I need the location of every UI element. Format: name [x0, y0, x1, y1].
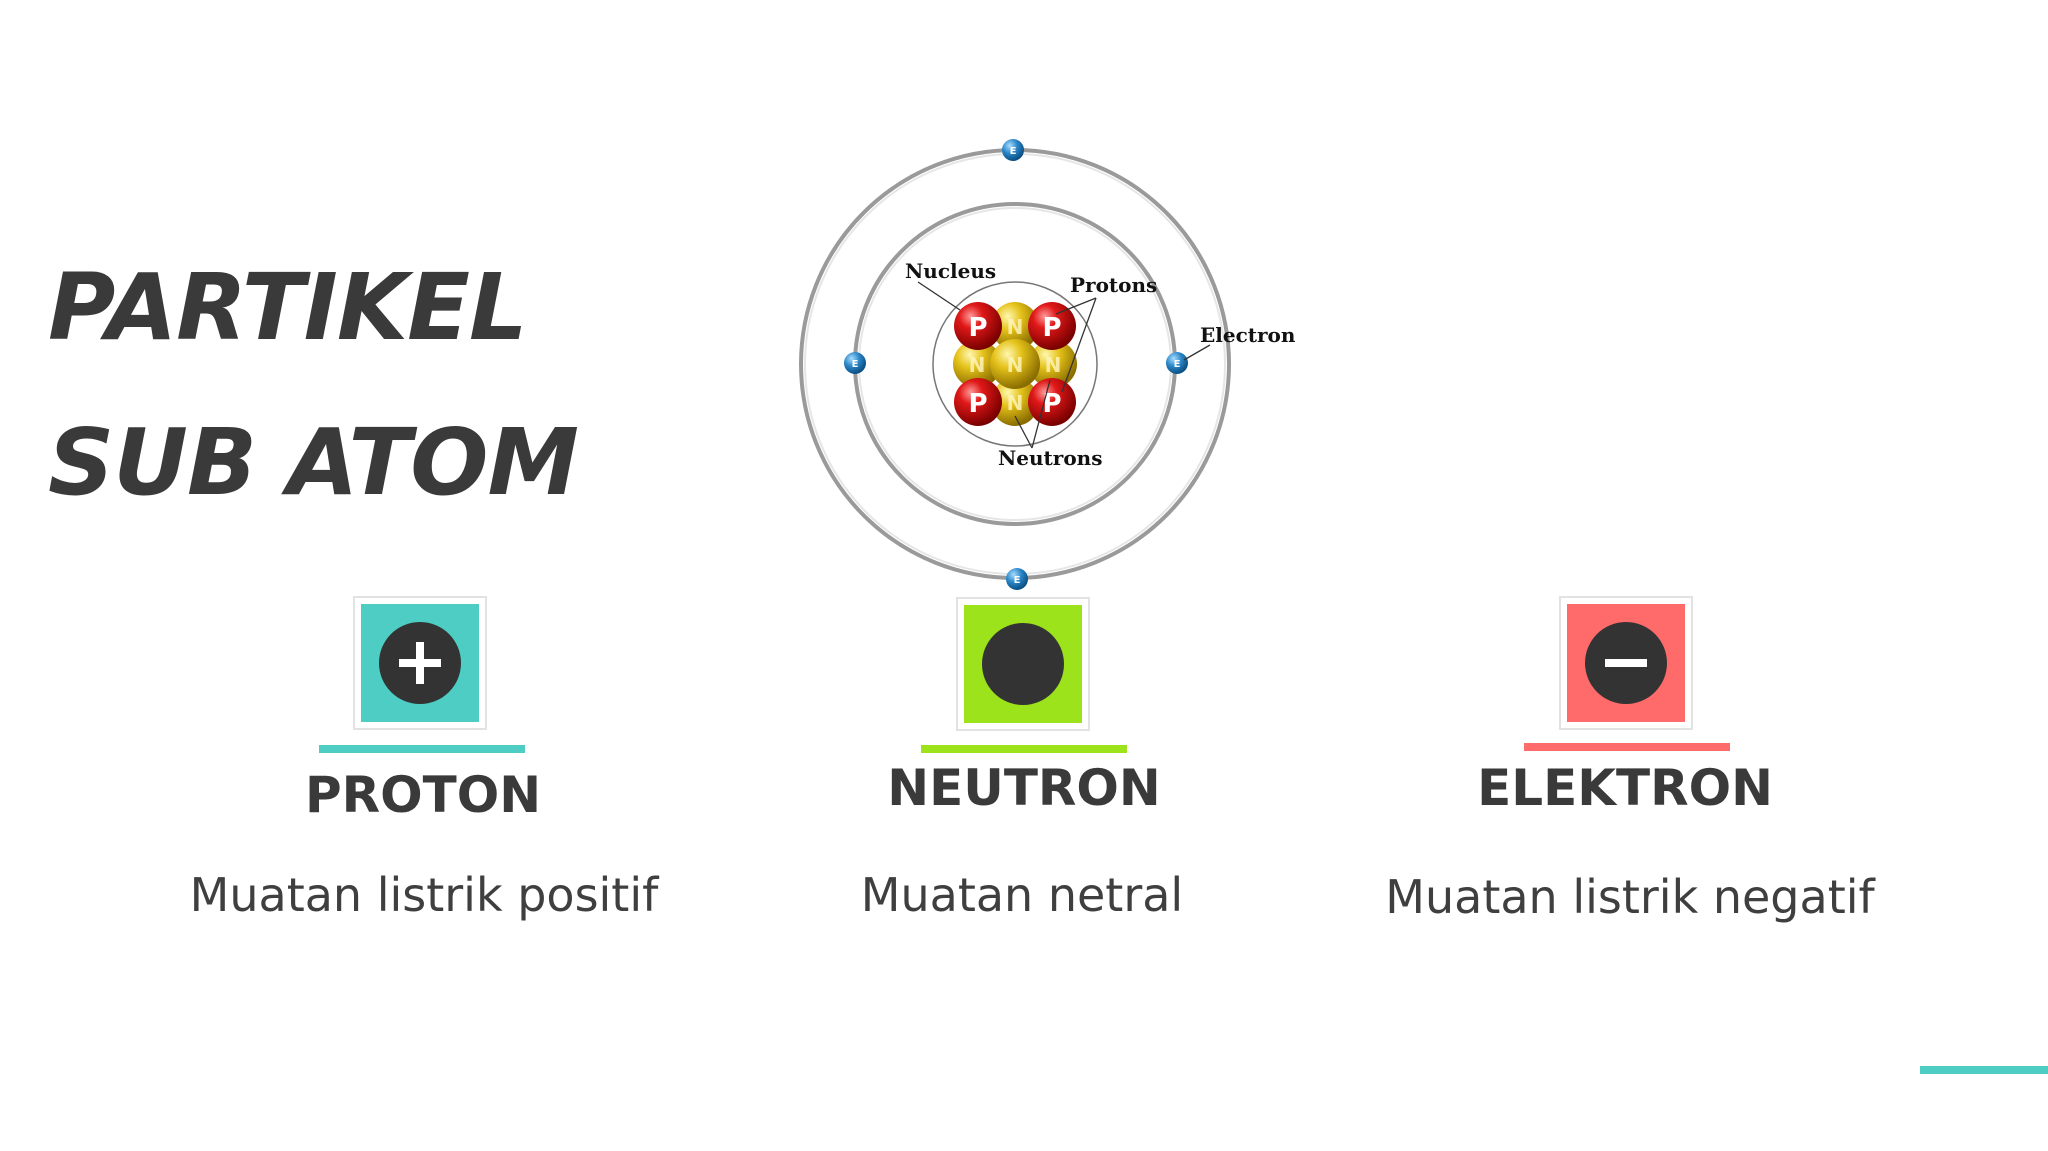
neutron	[1029, 340, 1077, 388]
proton-letter: P	[968, 313, 987, 343]
proton-cluster	[954, 302, 1076, 426]
electrons	[844, 139, 1188, 590]
neutron-icon-bg	[964, 605, 1082, 723]
electron	[844, 352, 866, 374]
neutron-letter: N	[1045, 353, 1062, 377]
protons-leader	[1061, 297, 1097, 393]
minus-icon	[1585, 622, 1667, 704]
neutron-letter: N	[969, 353, 986, 377]
neutron-letter: N	[1007, 353, 1024, 377]
neutron-underline	[921, 745, 1127, 753]
proton-description: Muatan listrik positif	[189, 868, 659, 922]
proton-icon-bg	[361, 604, 479, 722]
elektron-label: ELEKTRON	[1477, 759, 1773, 817]
neutron-icon-box	[956, 597, 1090, 731]
electron	[1002, 139, 1024, 161]
neutron-letter: N	[1007, 391, 1024, 415]
neutron-cluster	[953, 302, 1077, 426]
electron-letter: E	[852, 359, 859, 370]
neutron	[991, 378, 1039, 426]
proton-letter: P	[1042, 313, 1061, 343]
electron-label: Electron	[1200, 323, 1296, 347]
electron	[1166, 352, 1188, 374]
proton	[954, 302, 1002, 350]
electron-letter: E	[1014, 575, 1021, 586]
neutrons-leader	[1031, 379, 1051, 449]
neutron	[991, 302, 1039, 350]
title-line-1: PARTIKEL	[48, 254, 528, 361]
proton-icon-box	[353, 596, 487, 730]
proton-underline	[319, 745, 525, 753]
nucleus-ring	[932, 281, 1098, 447]
atom-diagram: P P P P N N N N N E E E E Nucleus Proton…	[799, 139, 1296, 590]
elektron-underline	[1524, 743, 1730, 751]
neutron-letter: N	[1007, 315, 1024, 339]
neutrons-label: Neutrons	[998, 446, 1102, 470]
neutrons-leader	[1014, 415, 1033, 449]
proton-label: PROTON	[304, 766, 542, 824]
proton	[1028, 302, 1076, 350]
nucleus-leader	[917, 281, 961, 311]
elektron-icon-bg	[1567, 604, 1685, 722]
neutron-description: Muatan netral	[860, 868, 1184, 922]
proton-letter: P	[968, 389, 987, 419]
corner-accent-line	[1920, 1066, 2048, 1074]
proton-letter: P	[1042, 389, 1061, 419]
elektron-icon-box	[1559, 596, 1693, 730]
electron-letter: E	[1010, 146, 1017, 157]
neutron	[953, 340, 1001, 388]
electron-leader	[1183, 344, 1211, 361]
proton	[954, 378, 1002, 426]
electron-letter: E	[1174, 359, 1181, 370]
electron	[1006, 568, 1028, 590]
nucleus-label: Nucleus	[905, 259, 996, 283]
dot-icon	[982, 623, 1064, 705]
neutron	[990, 339, 1040, 389]
protons-leader	[1055, 297, 1097, 315]
proton	[1028, 378, 1076, 426]
elektron-description: Muatan listrik negatif	[1385, 870, 1875, 924]
plus-icon	[379, 622, 461, 704]
page-title: PARTIKEL SUB ATOM	[48, 230, 579, 540]
title-line-2: SUB ATOM	[48, 409, 579, 516]
neutron-label: NEUTRON	[887, 759, 1161, 817]
protons-label: Protons	[1070, 273, 1157, 297]
